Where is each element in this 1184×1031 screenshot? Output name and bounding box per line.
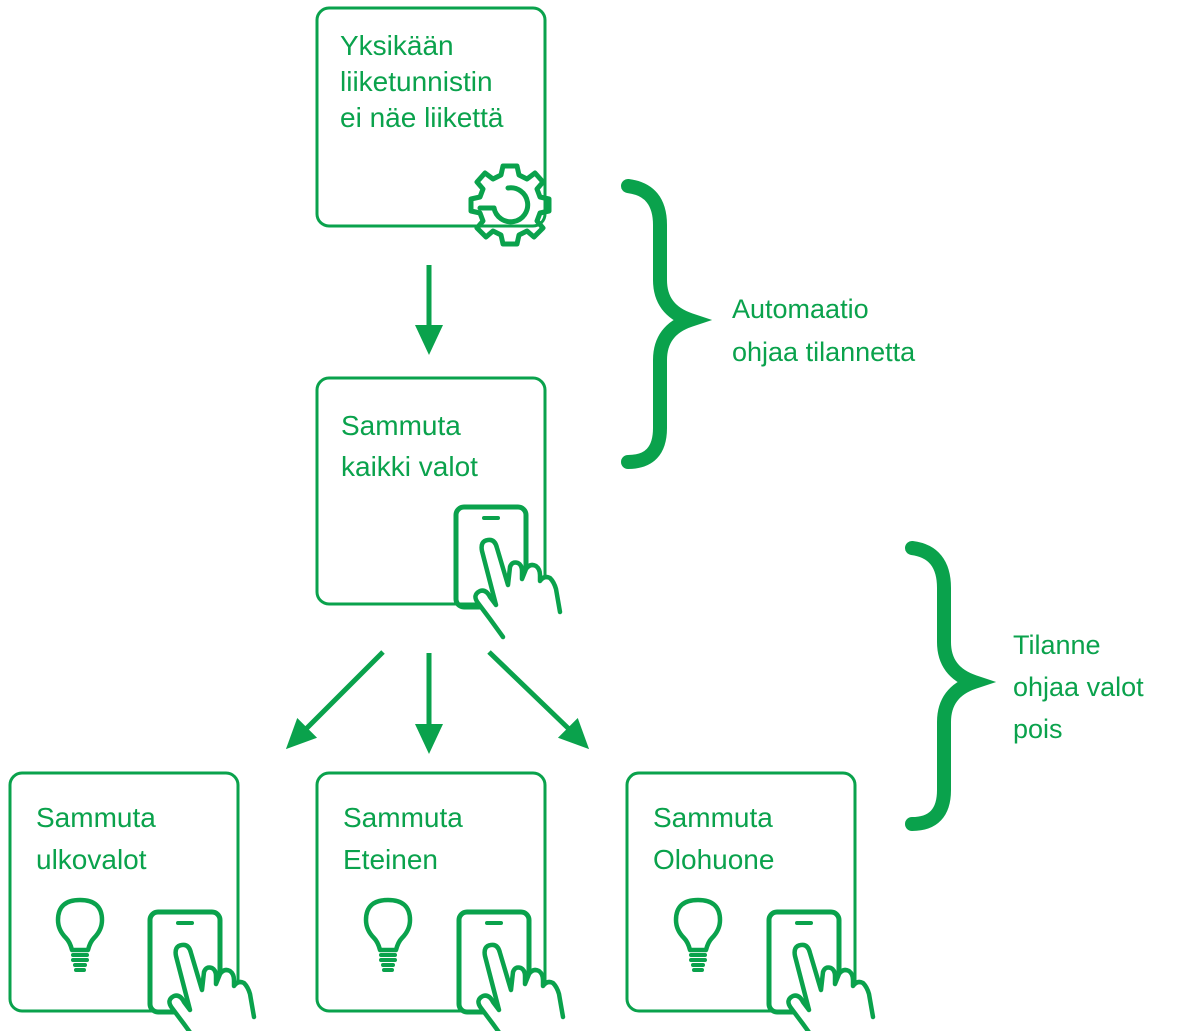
- trigger-label-line-2: liiketunnistin: [340, 66, 493, 97]
- gear-icon: [471, 166, 549, 244]
- scene-room-2-label-line-1: Sammuta: [343, 802, 463, 833]
- scene-room-node-3: Sammuta Olohuone: [625, 771, 873, 1031]
- scene-room-3-label-line-1: Sammuta: [653, 802, 773, 833]
- arrow-scene-to-room-1: [276, 650, 385, 759]
- scene-room-1-label-line-1: Sammuta: [36, 802, 156, 833]
- brace-scene-label-line-1: Tilanne: [1013, 630, 1101, 660]
- brace-scene-label-line-2: ohjaa valot: [1013, 672, 1144, 702]
- phone-tap-icon: [769, 912, 873, 1031]
- scene-room-3-label-line-2: Olohuone: [653, 844, 774, 875]
- trigger-label-line-3: ei näe liikettä: [340, 102, 504, 133]
- brace-scene-label-line-3: pois: [1013, 714, 1063, 744]
- scene-all-label-line-1: Sammuta: [341, 410, 461, 441]
- scene-room-1-label-line-2: ulkovalot: [36, 844, 147, 875]
- brace-automation-label-line-1: Automaatio: [732, 294, 869, 324]
- scene-room-node-1: Sammuta ulkovalot: [8, 771, 254, 1031]
- scene-room-2-label-line-2: Eteinen: [343, 844, 438, 875]
- phone-tap-icon: [459, 912, 563, 1031]
- brace-automation: [621, 179, 713, 469]
- lightbulb-icon: [58, 900, 102, 970]
- brace-automation-label-line-2: ohjaa tilannetta: [732, 337, 916, 367]
- arrow-trigger-to-scene: [415, 265, 443, 355]
- trigger-node: Yksikään liiketunnistin ei näe liikettä: [315, 6, 549, 244]
- scene-room-node-2: Sammuta Eteinen: [315, 771, 563, 1031]
- trigger-label-line-1: Yksikään: [340, 30, 454, 61]
- lightbulb-icon: [676, 900, 720, 970]
- arrow-scene-to-room-2: [415, 653, 443, 754]
- brace-scene: [905, 541, 997, 831]
- arrow-scene-to-room-3: [487, 650, 599, 759]
- scene-all-label-line-2: kaikki valot: [341, 451, 478, 482]
- lightbulb-icon: [366, 900, 410, 970]
- scene-all-node: Sammuta kaikki valot: [315, 376, 560, 637]
